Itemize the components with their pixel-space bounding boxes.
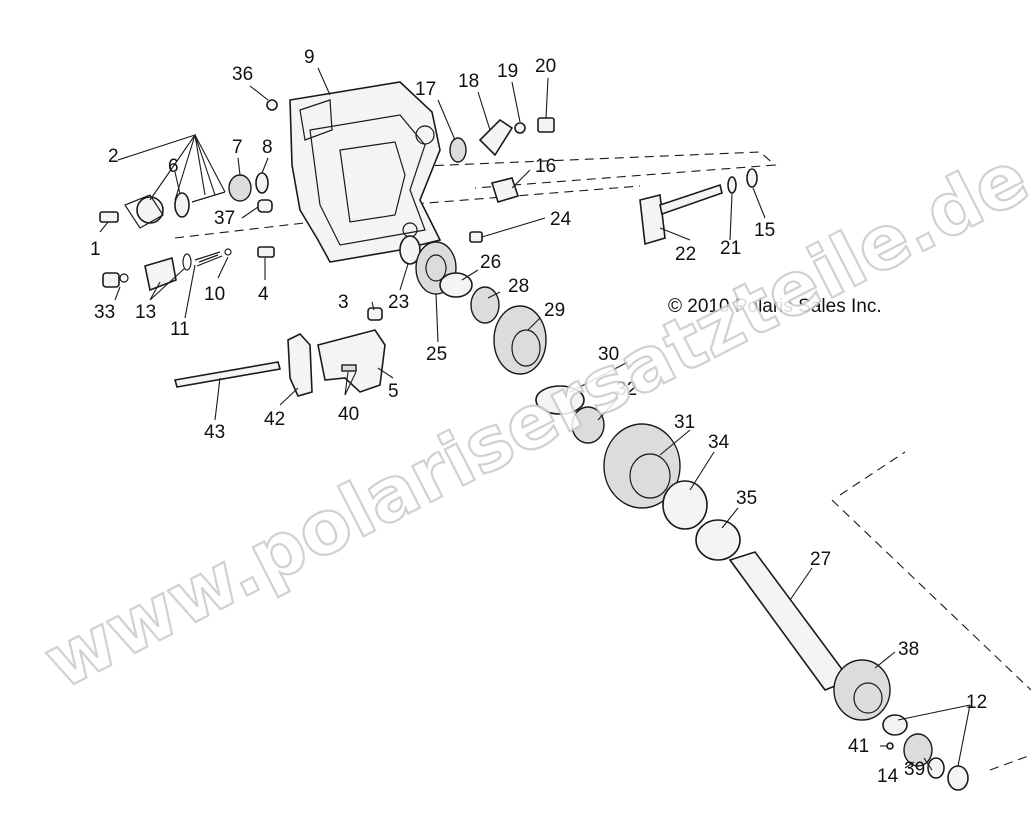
ball-41 [886, 742, 894, 750]
watermark-text: www.polarisersatzteile.de [31, 134, 1031, 706]
copyright-text: © 2010 Polaris Sales Inc. [668, 296, 882, 317]
oring-6 [174, 192, 190, 218]
gear-31 [603, 423, 681, 509]
washer-15 [746, 168, 758, 188]
part-label-27: 27 [810, 549, 831, 570]
part-label-14: 14 [877, 766, 899, 787]
part-label-33: 33 [94, 302, 115, 323]
part-label-18: 18 [458, 71, 479, 92]
part-label-34: 34 [708, 432, 730, 453]
part-label-43: 43 [204, 422, 225, 443]
part-label-29: 29 [544, 300, 565, 321]
gear-38 [833, 659, 891, 721]
part-label-25: 25 [426, 344, 447, 365]
shift-drum-42 [287, 333, 313, 397]
part-label-20: 20 [535, 56, 556, 77]
part-label-3: 3 [338, 292, 349, 313]
part-label-5: 5 [388, 381, 399, 402]
part-label-22: 22 [675, 244, 696, 265]
part-label-36: 36 [232, 64, 253, 85]
ring-39 [927, 757, 945, 779]
snap-ring-12a [882, 714, 908, 736]
snap-ring-12b [947, 765, 969, 791]
shift-rail-43 [173, 361, 282, 388]
bearing-14 [903, 733, 933, 767]
leader-lines [99, 67, 971, 771]
top-right-small-parts [449, 117, 758, 246]
part-label-28: 28 [508, 276, 529, 297]
snap-ring-35 [695, 519, 741, 561]
part-label-24: 24 [550, 209, 572, 230]
part-label-8: 8 [262, 137, 273, 158]
shift-fork-assembly [173, 329, 386, 397]
part-label-15: 15 [754, 220, 775, 241]
part-label-17: 17 [415, 79, 436, 100]
bearing-32 [571, 406, 605, 444]
shaft-27 [728, 551, 852, 691]
part-label-19: 19 [497, 61, 518, 82]
seal-23 [399, 235, 421, 265]
part-label-32: 32 [616, 379, 637, 400]
part-label-2: 2 [108, 146, 119, 167]
washer-8 [255, 172, 269, 194]
part-label-42: 42 [264, 409, 285, 430]
plug-13 [144, 256, 177, 292]
shift-fork-5 [317, 329, 386, 393]
bolt-1 [99, 211, 119, 223]
part-label-4: 4 [258, 284, 269, 305]
part-label-40: 40 [338, 404, 359, 425]
part-label-37: 37 [214, 208, 235, 229]
part-label-1: 1 [90, 239, 101, 260]
part-label-30: 30 [598, 344, 619, 365]
bolt-20 [537, 117, 555, 133]
pins-40 [341, 364, 357, 372]
part-label-35: 35 [736, 488, 757, 509]
left-small-parts [99, 99, 383, 321]
washer-19 [514, 122, 526, 134]
part-labels: 1 2 3 4 5 6 7 8 9 10 11 12 13 14 15 16 1… [90, 47, 987, 787]
part-label-21: 21 [720, 238, 741, 259]
part-label-16: 16 [535, 156, 556, 177]
nut-36 [266, 99, 278, 111]
plug-3 [367, 307, 383, 321]
gear-17 [449, 137, 467, 163]
part-label-41: 41 [848, 736, 869, 757]
plate-18 [478, 118, 514, 157]
bolt-33 [102, 272, 120, 288]
dowel-24 [469, 231, 483, 243]
part-label-12: 12 [966, 692, 987, 713]
part-label-11: 11 [170, 319, 190, 340]
part-label-26: 26 [480, 252, 501, 273]
part-label-13: 13 [135, 302, 156, 323]
bushing-37 [257, 199, 273, 213]
part-label-23: 23 [388, 292, 409, 313]
gear-7 [228, 174, 252, 202]
part-label-6: 6 [168, 156, 179, 177]
part-label-7: 7 [232, 137, 243, 158]
oring-21 [727, 176, 737, 194]
pin-4 [257, 246, 275, 258]
ring-34 [662, 480, 708, 530]
part-label-31: 31 [674, 412, 695, 433]
needle-bearing-28 [470, 286, 500, 324]
transmission-housing [289, 81, 442, 263]
part-label-10: 10 [204, 284, 225, 305]
thrust-washer-30 [535, 385, 585, 415]
part-label-39: 39 [904, 759, 925, 780]
part-label-9: 9 [304, 47, 315, 68]
bushing-16 [490, 177, 520, 203]
shaft-plate-22 [639, 194, 666, 246]
gear-29 [493, 305, 547, 375]
part-label-38: 38 [898, 639, 919, 660]
